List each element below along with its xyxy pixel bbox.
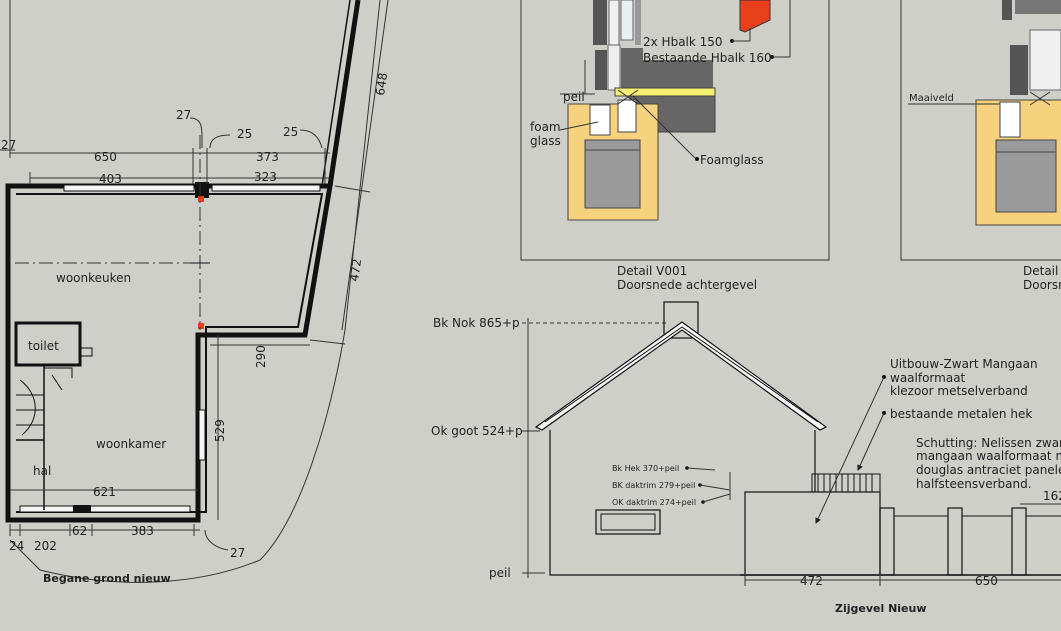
detail1-peil: peil — [563, 90, 585, 104]
dim-202: 202 — [34, 539, 57, 553]
dim-648: 648 — [373, 72, 390, 97]
dim-373: 373 — [256, 150, 279, 164]
detail1-caption-1: Detail V001 — [617, 264, 687, 278]
detail1-hbalk: 2x Hbalk 150 — [643, 35, 723, 49]
dim-650: 650 — [94, 150, 117, 164]
elev-dim-650: 650 — [975, 574, 998, 588]
detail2-caption-2: Doorsn — [1023, 278, 1061, 292]
note-schutting-3: douglas antraciet panele — [916, 463, 1061, 477]
label-bk-daktrim: BK daktrim 279+peil — [612, 481, 695, 490]
dim-529: 529 — [213, 419, 227, 442]
level-peil: peil — [489, 566, 511, 580]
note-schutting-4: halfsteensverband. — [916, 477, 1032, 491]
detail2-caption-1: Detail — [1023, 264, 1058, 278]
dim-403: 403 — [99, 172, 122, 186]
level-goot: Ok goot 524+p — [431, 424, 523, 438]
dim-621: 621 — [93, 485, 116, 499]
plan-title: Begane grond nieuw — [43, 572, 171, 585]
note-schutting-1: Schutting: Nelissen zwar — [916, 436, 1061, 450]
elev-dim-472: 472 — [800, 574, 823, 588]
elevation-title: Zijgevel Nieuw — [835, 602, 927, 615]
detail-2: Maaiveld Detail Doorsn — [900, 0, 1061, 292]
label-ok-daktrim: OK daktrim 274+peil — [612, 498, 696, 507]
detail1-glass: glass — [530, 134, 561, 148]
note-uitbouw-2: waalformaat — [890, 371, 966, 385]
dim-25-b: 25 — [283, 125, 298, 139]
detail1-caption-2: Doorsnede achtergevel — [617, 278, 757, 292]
note-uitbouw-3: klezoor metselverband — [890, 384, 1028, 398]
label-bk-hek: Bk Hek 370+peil — [612, 464, 679, 473]
dim-472: 472 — [347, 258, 364, 283]
detail2-maaiveld: Maaiveld — [909, 93, 954, 104]
room-toilet: toilet — [28, 339, 59, 353]
dim-27-left: 27 — [1, 138, 16, 152]
side-elevation: Bk Nok 865+p Ok goot 524+p peil — [431, 301, 1061, 615]
detail1-foam: foam — [530, 120, 561, 134]
dim-383: 383 — [131, 524, 154, 538]
dim-27-top: 27 — [176, 108, 191, 122]
room-woonkeuken: woonkeuken — [56, 271, 131, 285]
floor-plan: 27 27 25 25 650 373 403 323 648 472 290 … — [0, 0, 390, 585]
note-uitbouw-1: Uitbouw-Zwart Mangaan — [890, 357, 1038, 371]
dim-62: 62 — [72, 524, 87, 538]
note-hek: bestaande metalen hek — [890, 407, 1032, 421]
detail-v001: peil foam glass Foamglass 2x Hbalk 150 B… — [520, 0, 830, 292]
dim-25-a: 25 — [237, 127, 252, 141]
room-hal: hal — [33, 464, 51, 478]
dim-27-bottom: 27 — [230, 546, 245, 560]
dim-24: 24 — [9, 539, 24, 553]
note-schutting-2: mangaan waalformaat m — [916, 449, 1061, 463]
level-nok: Bk Nok 865+p — [433, 316, 520, 330]
room-woonkamer: woonkamer — [96, 437, 166, 451]
elev-dim-162: 162 — [1043, 489, 1061, 503]
dim-290: 290 — [254, 345, 268, 368]
dim-323: 323 — [254, 170, 277, 184]
detail1-bestaande: Bestaande Hbalk 160 — [643, 51, 772, 65]
detail1-foamglass: Foamglass — [700, 153, 764, 167]
